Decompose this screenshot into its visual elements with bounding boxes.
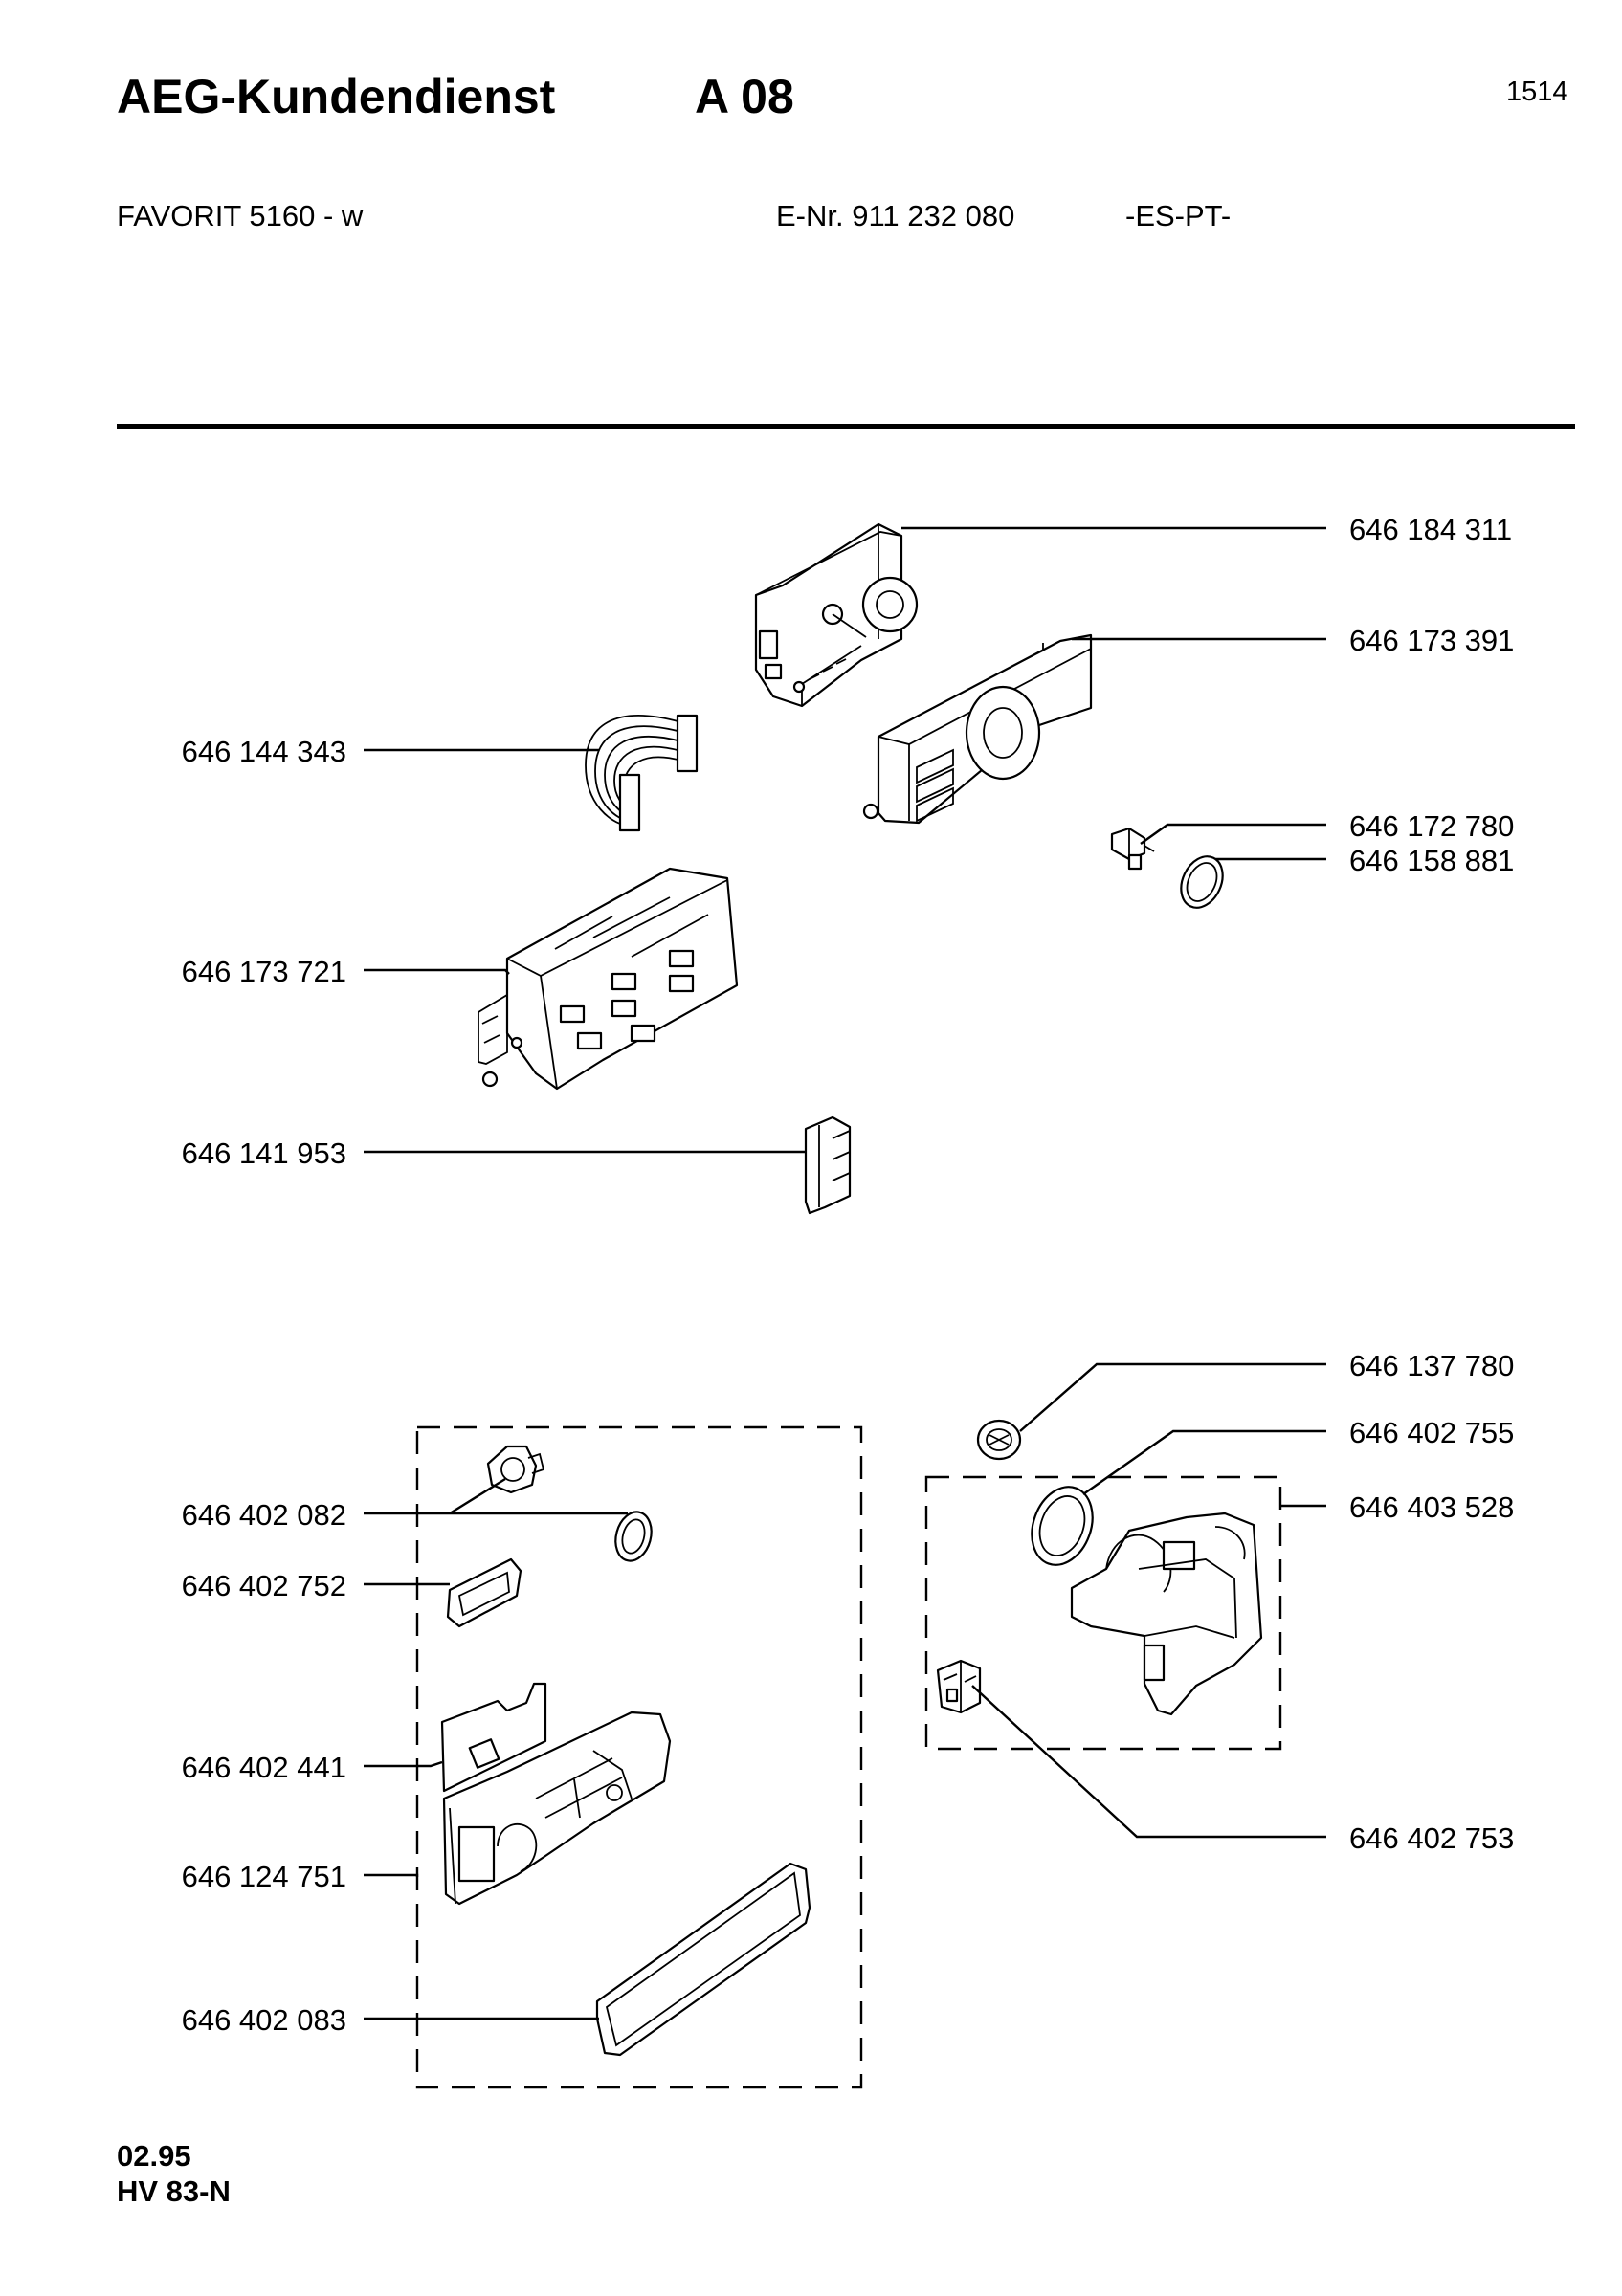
door-lock-group-box [415, 1425, 863, 2089]
timer-unit-drawing [754, 522, 919, 708]
header-rule [117, 424, 1575, 429]
control-panel-drawing [862, 633, 1093, 825]
part-label: 646 173 391 [1349, 624, 1514, 657]
clip-drawing [804, 1115, 852, 1215]
housing-group-box [924, 1475, 1282, 1751]
page-title: AEG-Kundendienst [117, 70, 556, 123]
wiring-harness-drawing [585, 714, 699, 832]
part-label: 646 403 528 [1349, 1490, 1514, 1524]
region-code: -ES-PT- [1125, 199, 1232, 232]
lamp-holder-drawing [1110, 827, 1155, 871]
part-label: 646 402 755 [1349, 1416, 1514, 1449]
model-name: FAVORIT 5160 - w [117, 199, 364, 232]
part-label: 646 124 751 [182, 1860, 346, 1893]
e-number: E-Nr. 911 232 080 [776, 199, 1015, 232]
part-label: 646 402 441 [182, 1751, 346, 1784]
gasket-ring-drawing [614, 1511, 653, 1562]
door-lock-drawing [440, 1682, 672, 1906]
ring-drawing [1180, 855, 1224, 909]
footer-date: 02.95 [117, 2139, 191, 2173]
seal-disc-drawing [976, 1419, 1022, 1461]
housing-drawing [1070, 1512, 1263, 1716]
part-label: 646 158 881 [1349, 844, 1514, 877]
part-label: 646 402 083 [182, 2003, 346, 2037]
part-label: 646 402 753 [1349, 1821, 1514, 1855]
button-module-drawing [478, 867, 739, 1091]
door-seal-drawing [595, 1862, 811, 2057]
o-ring-drawing [1031, 1486, 1094, 1566]
connector-drawing [936, 1659, 982, 1714]
section-code: A 08 [695, 70, 794, 123]
part-label: 646 173 721 [182, 955, 346, 988]
part-label: 646 137 780 [1349, 1349, 1514, 1382]
part-label: 646 144 343 [182, 735, 346, 768]
footer-doc-code: HV 83-N [117, 2175, 231, 2208]
part-label: 646 402 082 [182, 1498, 346, 1532]
part-label: 646 184 311 [1349, 513, 1512, 546]
part-label: 646 172 780 [1349, 809, 1514, 843]
part-label: 646 402 752 [182, 1569, 346, 1602]
part-label: 646 141 953 [182, 1137, 346, 1170]
leader-lines [364, 526, 1326, 2020]
page-number: 1514 [1506, 77, 1568, 107]
window-gasket-drawing [446, 1557, 522, 1628]
